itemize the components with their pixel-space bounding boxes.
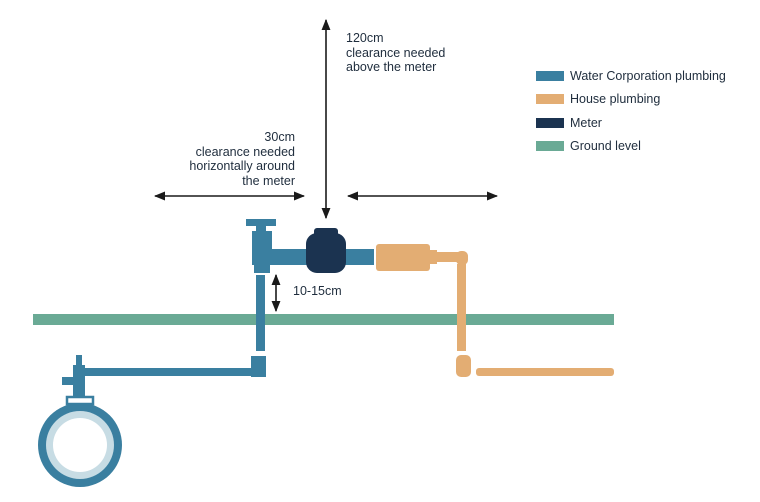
vertical-clearance-line-1: 120cm — [346, 31, 384, 45]
house-pipe-elbow-bottom — [456, 355, 471, 377]
legend: Water Corporation plumbing House plumbin… — [536, 64, 726, 158]
vertical-clearance-line-3: above the meter — [346, 60, 437, 74]
tapping-valve-side — [62, 377, 74, 385]
stop-valve-handle — [246, 219, 276, 226]
horizontal-clearance-label: 30cm clearance needed horizontally aroun… — [189, 130, 295, 188]
horizontal-clearance-line-4: the meter — [242, 173, 295, 188]
legend-swatch — [536, 94, 564, 105]
house-pipe-vertical — [457, 264, 466, 351]
legend-item-house-plumbing: House plumbing — [536, 88, 726, 112]
legend-swatch — [536, 141, 564, 152]
legend-label: Water Corporation plumbing — [570, 68, 726, 83]
legend-label: Ground level — [570, 139, 641, 154]
stop-valve-outlet-stub — [254, 265, 270, 273]
service-pipe-horizontal — [85, 368, 248, 376]
legend-swatch — [536, 70, 564, 81]
house-pipe-elbow-top — [456, 251, 468, 265]
horizontal-clearance-line-3: horizontally around — [189, 159, 295, 173]
water-main-bore — [53, 418, 107, 472]
tapping-valve-top — [76, 355, 82, 366]
stop-valve-stem — [256, 226, 266, 232]
vertical-clearance-line-2: clearance needed — [346, 45, 446, 60]
horizontal-clearance-line-2: clearance needed — [195, 144, 295, 159]
meter — [306, 233, 346, 273]
legend-swatch — [536, 117, 564, 128]
depth-label: 10-15cm — [293, 284, 342, 298]
legend-item-ground-level: Ground level — [536, 135, 726, 159]
house-pipe-top-horizontal — [437, 252, 463, 262]
house-coupling — [376, 244, 430, 271]
legend-item-meter: Meter — [536, 111, 726, 135]
horizontal-clearance-line-1: 30cm — [264, 130, 295, 144]
legend-item-water-corporation: Water Corporation plumbing — [536, 64, 726, 88]
house-pipe-bottom-horizontal — [476, 368, 614, 376]
stop-valve-body — [252, 231, 272, 265]
ground-level-line — [33, 314, 614, 325]
service-pipe-vertical — [256, 275, 265, 351]
service-pipe-elbow-side — [248, 368, 256, 376]
legend-label: House plumbing — [570, 92, 661, 107]
tapping-stem — [73, 365, 85, 397]
vertical-clearance-label: 120cm clearance needed above the meter — [346, 31, 445, 75]
house-coupling-nut — [430, 250, 437, 264]
legend-label: Meter — [570, 115, 602, 130]
tapping-band — [65, 395, 95, 406]
